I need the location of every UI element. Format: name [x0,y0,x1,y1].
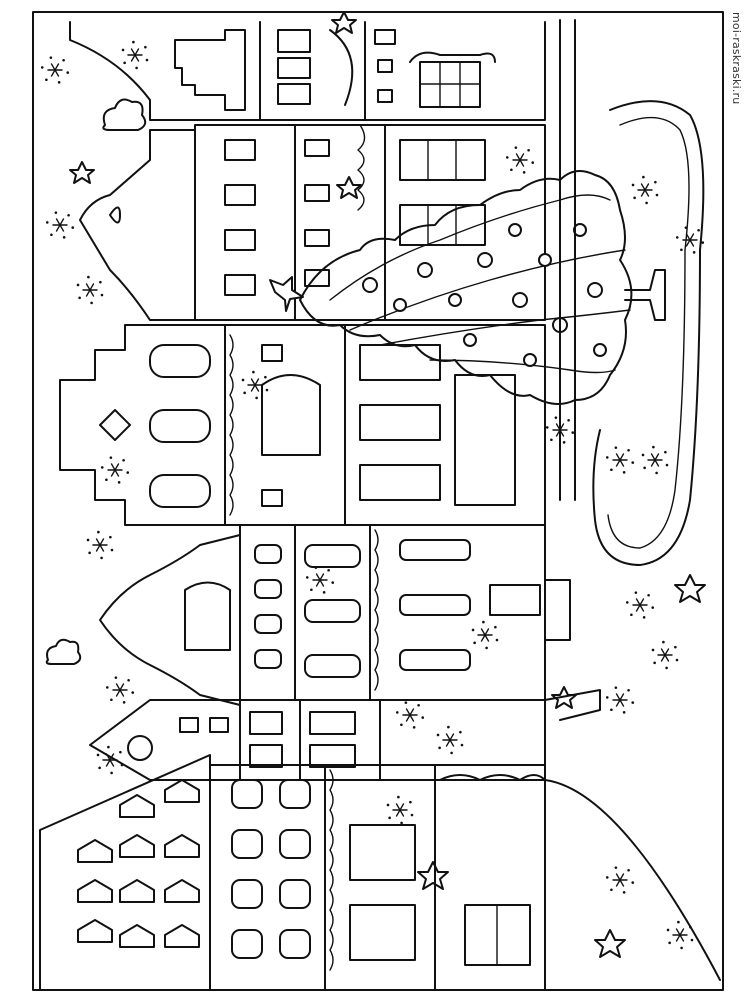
snowflakes [40,40,705,950]
snowflake [471,620,499,650]
snowflake [436,725,464,755]
snowflake [605,446,635,474]
snowflake [395,701,425,729]
snowflake [105,676,135,704]
pond-path [544,19,721,981]
christmas-tree [269,170,666,405]
snowflake [505,146,535,174]
snowflake [651,640,679,670]
cloud-1 [102,98,147,131]
snowflake [675,226,705,254]
house-5 [89,699,546,781]
house-2 [79,124,546,321]
house-4-windows [254,539,541,678]
snowflake [241,370,269,400]
snowflake [96,745,124,775]
site-watermark: moi-raskraski.ru [730,12,743,105]
snowflake [666,920,694,950]
cloud-2 [45,638,82,665]
house-2-windows [224,139,486,296]
snowflake [86,530,114,560]
tree-top-star [269,276,304,312]
house-3-windows [149,344,516,508]
snowflake [305,566,335,594]
snowflake [100,456,130,484]
house-3 [59,324,546,526]
snowflake [121,40,149,70]
house-bottom [39,754,546,991]
house-4 [99,524,546,706]
snowflake [45,211,75,239]
roof-dormers [77,779,200,948]
top-house-windows [277,29,496,108]
house-row [39,21,546,991]
snowflake [40,56,70,84]
snowflake [625,591,655,619]
snowflake [545,416,575,444]
snowflake [76,275,104,305]
snowflake [631,175,659,205]
snowflake [605,686,635,714]
snowflake [386,795,414,825]
snowflake [641,445,669,475]
bottom-house-windows [231,779,531,966]
house-top [69,21,546,121]
stars [69,11,706,958]
snowflake [605,866,635,894]
